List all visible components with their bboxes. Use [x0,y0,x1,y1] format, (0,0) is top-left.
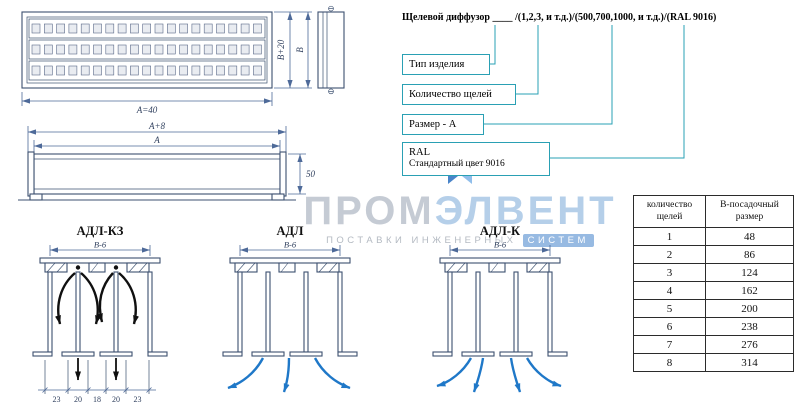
dim-label-a-plus-8: A+8 [148,121,166,131]
airflow-left-arrow [436,357,473,388]
profile-view-drawing: A+8 A 50 [18,121,316,201]
dim-chain-18: 18 [93,395,101,404]
airflow-right-arrow [313,357,351,390]
header-mounting-size: В-посадочный размер [705,195,794,228]
callout-ral: RAL Стандартный цвет 9016 [402,142,550,176]
dim-label-b-minus-6: B-6 [94,240,107,250]
damper-pivot [75,265,81,270]
cell-slot-count: 4 [633,281,706,300]
cell-size: 276 [705,335,794,354]
cell-slot-count: 5 [633,299,706,318]
front-view-drawing: A=40 B+20 B [21,5,345,115]
cell-slot-count: 7 [633,335,706,354]
airflow-right-arrow [525,357,562,388]
product-designation: Щелевой диффузор ____ /(1,2,3, и т.д.)/(… [402,12,717,23]
dim-label-b: B [295,47,305,53]
dim-chain-23b: 23 [134,395,142,404]
airflow-down-left-arrow [472,357,485,393]
header-slot-count: количество щелей [633,195,706,228]
cell-size: 48 [705,227,794,246]
section-drawing-adl-k: B-6 [432,240,568,393]
cell-size: 238 [705,317,794,336]
section-label-adl-k: АДЛ-К [479,224,521,238]
dim-label-a40: A=40 [136,105,158,115]
cell-size: 86 [705,245,794,264]
callout-size-a: Размер - А [402,114,484,135]
dim-label-50: 50 [306,169,316,179]
side-view-body [317,11,345,89]
damper-pivot [113,265,119,270]
dim-label-b-minus-6: B-6 [494,240,507,250]
screw-icon-bottom [328,88,334,95]
diffuser-slot-grid [31,23,262,76]
cell-size: 162 [705,281,794,300]
dim-label-b-plus-20: B+20 [276,39,286,60]
cell-slot-count: 6 [633,317,706,336]
damper-blade-arrow [96,272,114,323]
section-drawing-adl: B-6 [222,240,358,393]
cell-size: 314 [705,353,794,372]
damper-blade-arrow [80,272,101,325]
callout-connector-lines [484,25,685,159]
cell-slot-count: 2 [633,245,706,264]
callout-product-type: Тип изделия [402,54,490,75]
section-label-adl-kz: АДЛ-КЗ [76,224,124,238]
section-label-adl: АДЛ [276,224,304,238]
screw-icon-top [328,5,334,12]
cell-slot-count: 3 [633,263,706,282]
airflow-left-arrow [227,357,265,390]
table-header-row: количество щелей В-посадочный размер [633,195,794,228]
damper-blade-arrow [118,272,139,325]
airflow-down-right-arrow [509,357,522,393]
ordering-key-panel: Щелевой диффузор ____ /(1,2,3, и т.д.)/(… [400,10,796,192]
section-drawing-adl-kz: B-6 23 20 [32,240,168,404]
dim-chain-23a: 23 [53,395,61,404]
dim-label-b-minus-6: B-6 [284,240,297,250]
damper-blade-arrow [55,272,76,325]
cell-size: 200 [705,299,794,318]
dim-chain-20a: 20 [74,395,82,404]
cell-size: 124 [705,263,794,282]
airflow-down-arrow [282,357,291,393]
dim-label-a: A [153,135,160,145]
callout-ral-subtitle: Стандартный цвет 9016 [409,159,505,170]
cell-slot-count: 1 [633,227,706,246]
cell-slot-count: 8 [633,353,706,372]
callout-ral-title: RAL [409,147,430,158]
dim-chain-20b: 20 [112,395,120,404]
callout-slot-count: Количество щелей [402,84,516,105]
